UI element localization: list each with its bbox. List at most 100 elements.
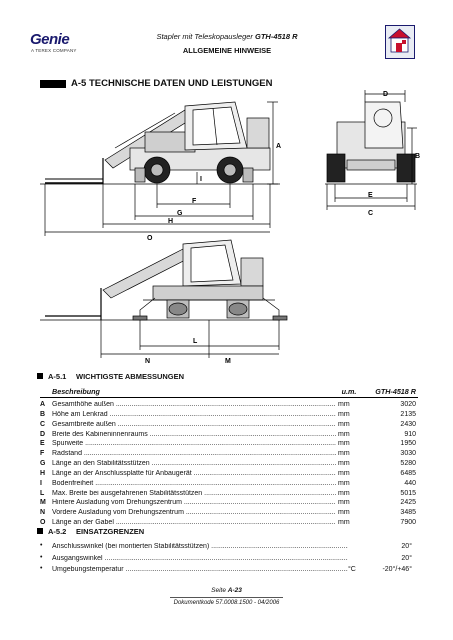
row-letter: L	[40, 489, 45, 497]
home-icon[interactable]	[385, 25, 415, 59]
technical-drawing: A B C D E F G H I L M N O	[40, 90, 420, 365]
list-bullet: •	[40, 565, 43, 572]
row-letter: O	[40, 519, 46, 527]
row-unit: mm	[338, 430, 350, 438]
row-description: Hintere Ausladung vom Drehungszentrum	[52, 499, 336, 506]
table-row: D Breite des Kabineninnenraumsmm 910	[40, 431, 418, 441]
limit-description: Anschlusswinkel (bei montierten Stabilit…	[52, 543, 348, 550]
chapter-title: ALLGEMEINE HINWEISE	[182, 46, 272, 55]
label-H: H	[168, 218, 173, 225]
dimensions-number: A-5.1	[48, 372, 67, 381]
limits-number: A-5.2	[48, 527, 67, 536]
list-item: • Anschlusswinkel (bei montierten Stabili…	[40, 542, 418, 555]
limit-description: Ausgangswinkel	[52, 555, 348, 562]
row-unit: mm	[338, 479, 350, 487]
row-letter: E	[40, 440, 45, 448]
table-row: G Länge an den Stabilitätsstützenmm 5280	[40, 460, 418, 470]
row-unit: mm	[338, 450, 350, 458]
table-row: L Max. Breite bei ausgefahrenen Stabilitä…	[40, 490, 418, 500]
limits-bullet	[37, 528, 43, 534]
side-view	[40, 101, 280, 236]
footer-divider	[170, 597, 283, 598]
document-title-prefix: Stapler mit Teleskopausleger	[156, 32, 253, 41]
limits-list: • Anschlusswinkel (bei montierten Stabili…	[40, 542, 418, 578]
limit-description: Umgebungstemperatur	[52, 566, 348, 573]
dimensions-table-header: Beschreibung u.m. GTH-4518 R	[40, 386, 418, 398]
row-value: 440	[404, 479, 416, 487]
limit-unit: °C	[348, 566, 356, 573]
page-label: Seite	[211, 587, 226, 594]
row-value: 7900	[400, 519, 416, 527]
label-D: D	[383, 91, 388, 98]
row-description: Gesamtbreite außen	[52, 421, 336, 428]
row-unit: mm	[338, 410, 350, 418]
label-I: I	[200, 176, 202, 183]
row-unit: mm	[338, 460, 350, 468]
col-model: GTH-4518 R	[375, 387, 416, 396]
label-N: N	[145, 358, 150, 365]
table-row: FRadstandmm3030	[40, 450, 418, 460]
row-unit: mm	[338, 469, 350, 477]
col-unit: u.m.	[341, 387, 357, 396]
list-item: • Umgebungstemperatur°C -20°/+46°	[40, 565, 418, 578]
row-value: 5015	[400, 489, 416, 497]
row-description: Länge an der Anschlussplatte für Anbauge…	[52, 470, 336, 477]
table-row: N Vordere Ausladung vom Drehungszentrummm…	[40, 509, 418, 519]
list-bullet: •	[40, 542, 43, 549]
label-C: C	[368, 210, 373, 217]
row-letter: G	[40, 460, 46, 468]
row-letter: B	[40, 410, 46, 418]
label-A: A	[276, 143, 281, 150]
page-number: Seite A-23	[0, 587, 453, 594]
label-E: E	[368, 192, 373, 199]
label-F: F	[192, 198, 197, 205]
row-unit: mm	[338, 420, 350, 428]
row-letter: D	[40, 430, 46, 438]
limits-title: EINSATZGRENZEN	[76, 527, 145, 536]
limits-heading: A-5.2 EINSATZGRENZEN	[37, 527, 144, 537]
row-description: Max. Breite bei ausgefahrenen Stabilität…	[52, 490, 336, 497]
table-row: I Bodenfreiheitmm 440	[40, 480, 418, 490]
logo-tagline: A TEREX COMPANY	[31, 48, 77, 53]
label-G: G	[177, 210, 183, 217]
row-letter: N	[40, 509, 46, 517]
label-M: M	[225, 358, 231, 365]
row-value: 2425	[400, 499, 416, 507]
front-view	[325, 90, 417, 210]
dimensions-bullet	[37, 373, 43, 379]
document-code: Dokumentkode 57.0008.1500 - 04/2006	[173, 600, 280, 606]
row-letter: A	[40, 401, 46, 408]
row-description: Bodenfreiheit	[52, 480, 336, 487]
row-unit: mm	[338, 519, 350, 527]
label-O: O	[147, 235, 153, 242]
row-letter: M	[40, 499, 46, 507]
row-letter: I	[40, 479, 42, 487]
row-value: 5280	[400, 460, 416, 468]
document-title: Stapler mit Teleskopausleger GTH-4518 R	[110, 32, 344, 41]
row-description: Höhe am Lenkrad	[52, 411, 336, 418]
row-description: Vordere Ausladung vom Drehungszentrum	[52, 509, 336, 516]
row-description: Länge an den Stabilitätsstützen	[52, 460, 336, 467]
row-value: 3030	[400, 450, 416, 458]
table-row: ESpurweitemm1950	[40, 440, 418, 450]
row-description: Länge an der Gabel	[52, 519, 336, 526]
row-description: Breite des Kabineninnenraums	[52, 431, 336, 438]
row-unit: mm	[338, 440, 350, 448]
row-value: 3485	[400, 509, 416, 517]
row-value: 910	[404, 430, 416, 438]
table-row: O Länge an der Gabelmm 7900	[40, 519, 418, 529]
limit-value: -20°/+46°	[382, 566, 412, 573]
list-item: •Ausgangswinkel20°	[40, 554, 418, 567]
row-unit: mm	[338, 509, 350, 517]
row-description: Gesamthöhe außen	[52, 401, 336, 408]
page-number-value: A-23	[227, 587, 242, 594]
genie-logo: Genie A TEREX COMPANY	[30, 31, 92, 53]
document-title-model: GTH-4518 R	[255, 32, 298, 41]
